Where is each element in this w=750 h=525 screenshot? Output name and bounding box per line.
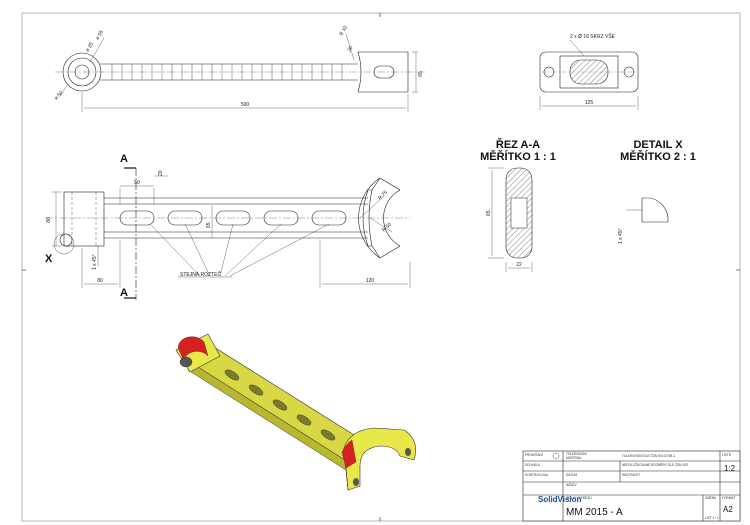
tb-change-label: ZMĚNA	[705, 495, 717, 500]
front-80w-dim: 80	[97, 278, 103, 284]
tb-sheet-info: LIST 1 / 1	[705, 516, 719, 520]
section-mark-bottom: A	[120, 287, 128, 299]
tb-format: A2	[723, 505, 733, 514]
front-chamfer-dim: 1 x 45°	[92, 254, 98, 270]
top-d50-dim: ⌀ 50	[53, 90, 64, 101]
front-80h-dim: 80	[46, 217, 52, 223]
tb-drawing-no: MM 2015 - A	[566, 507, 623, 518]
detail-view: DETAIL X MĚŘÍTKO 2 : 1 1 x 45°	[618, 139, 696, 244]
tb-drawing-no-label: ČÍSLO VÝKRESU	[566, 495, 592, 500]
detail-scale: MĚŘÍTKO 2 : 1	[620, 150, 696, 163]
tb-unmarked-edges: NEPOLOŽKOVANÉ ROZMĚRY DLE ČSN ISO	[622, 462, 689, 467]
tb-roughness: HMOTNOST	[622, 473, 640, 477]
tb-projection-label: PROMÍTÁNÍ	[525, 453, 543, 457]
section-scale: MĚŘÍTKO 1 : 1	[480, 150, 556, 163]
detail-chamfer-dim: 1 x 45°	[618, 228, 624, 244]
tb-checked-label: KONTROLOVAL	[525, 473, 549, 477]
tb-brand: SolidVision	[538, 495, 582, 504]
tb-scale: 1:2	[724, 464, 736, 473]
top-30-dim: 30	[347, 45, 355, 53]
section-mark-top: A	[120, 153, 128, 165]
top-view: 500 65 ⌀ 55 ⌀ 25 ⌀ 50 R 10 30	[53, 25, 425, 112]
section-title: ŘEZ A-A	[496, 138, 540, 151]
title-block: PROMÍTÁNÍ TOLEROVÁNÍ MATERIÁL TOLEROVÁNÍ…	[522, 450, 741, 522]
detail-mark: X	[45, 253, 53, 265]
front-50-dim: 50	[134, 180, 140, 186]
front-pitch-note: STEJNÁ ROZTEČ	[180, 271, 222, 278]
front-20-dim: 20	[158, 170, 164, 176]
tb-date-label: DATUM	[566, 473, 577, 477]
tb-name-label: NÁZEV	[566, 483, 578, 487]
top-d55-dim: ⌀ 55	[95, 29, 105, 41]
end-width-dim: 125	[585, 100, 594, 106]
section-view: ŘEZ A-A MĚŘÍTKO 1 : 1 65 22	[480, 138, 556, 272]
end-holes-note: 2 x Ø 16 SKRZ VŠE	[570, 33, 616, 40]
top-height-dim: 65	[418, 71, 424, 77]
front-65-dim: 65	[206, 222, 212, 228]
tb-tolerance-label: TOLEROVÁNÍ	[566, 452, 587, 456]
top-length-dim: 500	[241, 102, 250, 108]
tb-format-label: FORMÁT	[722, 496, 736, 500]
front-view: 50 20 80 65 1 x 45° 80 120 R 75 R 50 STE…	[45, 153, 411, 300]
end-view: 2 x Ø 16 SKRZ VŠE 125	[539, 33, 639, 110]
tb-general-tol-note: TOLEROVÁNÍ DLE ČSN EN 22768-1	[622, 453, 675, 458]
tb-sheet-label: LISTŮ	[722, 452, 732, 457]
sheet-border	[21, 12, 741, 522]
front-r75-dim: R 75	[377, 190, 389, 202]
isometric-view	[175, 333, 416, 491]
tb-material-label: MATERIÁL	[566, 456, 582, 460]
section-65-dim: 65	[486, 210, 492, 216]
top-r10-dim: R 10	[339, 25, 350, 37]
section-22-dim: 22	[516, 262, 522, 268]
front-r50-dim: R 50	[381, 222, 393, 234]
front-120-dim: 120	[366, 278, 375, 284]
projection-symbol-icon	[552, 452, 560, 460]
tb-approved-label: SCHVÁLIL	[525, 463, 541, 467]
top-d25-dim: ⌀ 25	[85, 41, 95, 53]
detail-title: DETAIL X	[633, 139, 683, 151]
